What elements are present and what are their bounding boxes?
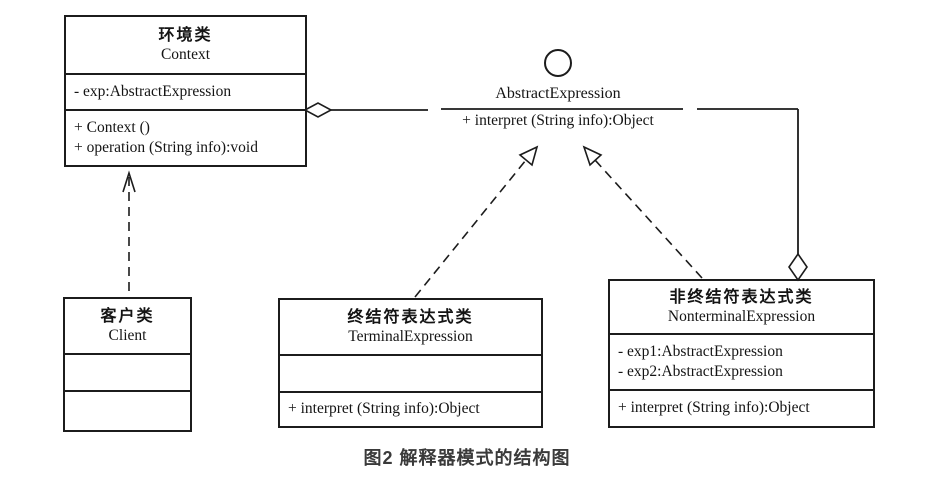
aggregation-diamond-nonterminal bbox=[788, 252, 808, 282]
class-title-terminal: 终结符表达式类 TerminalExpression bbox=[280, 300, 541, 354]
class-methods-context: + Context () + operation (String info):v… bbox=[66, 109, 305, 165]
interface-method: + interpret (String info):Object bbox=[462, 112, 654, 129]
class-methods-terminal: + interpret (String info):Object bbox=[280, 391, 541, 426]
class-title-nonterminal: 非终结符表达式类 NonterminalExpression bbox=[610, 281, 873, 333]
class-title-cn: 客户类 bbox=[100, 307, 155, 325]
class-title-client: 客户类 Client bbox=[65, 299, 190, 353]
class-attribute: - exp1:AbstractExpression bbox=[618, 342, 783, 360]
class-attributes-terminal bbox=[280, 354, 541, 391]
class-attribute: - exp2:AbstractExpression bbox=[618, 363, 783, 380]
dependency-arrowhead-client bbox=[122, 170, 136, 193]
class-methods-nonterminal: + interpret (String info):Object bbox=[610, 389, 873, 426]
figure-caption: 图2 解释器模式的结构图 bbox=[363, 448, 571, 468]
interface-name: AbstractExpression bbox=[495, 85, 621, 102]
class-attributes-nonterminal: - exp1:AbstractExpression - exp2:Abstrac… bbox=[610, 333, 873, 389]
realization-arrowhead-nonterminal bbox=[582, 145, 603, 167]
class-method: + operation (String info):void bbox=[74, 139, 258, 156]
class-box-nonterminal: 非终结符表达式类 NonterminalExpression - exp1:Ab… bbox=[608, 279, 875, 428]
class-box-terminal: 终结符表达式类 TerminalExpression + interpret (… bbox=[278, 298, 543, 428]
class-title-cn: 终结符表达式类 bbox=[347, 308, 474, 326]
class-methods-client bbox=[65, 390, 190, 430]
class-attribute: - exp:AbstractExpression bbox=[74, 82, 232, 100]
class-box-context: 环境类 Context - exp:AbstractExpression + C… bbox=[64, 15, 307, 167]
interface-circle-icon bbox=[544, 49, 572, 77]
class-title-en: TerminalExpression bbox=[348, 327, 473, 345]
class-box-client: 客户类 Client bbox=[63, 297, 192, 432]
class-method: + interpret (String info):Object bbox=[288, 400, 480, 418]
class-title-en: Client bbox=[108, 326, 147, 344]
realization-line-nonterminal bbox=[594, 159, 703, 279]
class-title-cn: 环境类 bbox=[158, 26, 213, 44]
class-method: + interpret (String info):Object bbox=[618, 399, 810, 417]
class-method: + Context () bbox=[74, 118, 150, 136]
class-title-en: Context bbox=[160, 45, 211, 63]
aggregation-diamond-context bbox=[303, 102, 333, 118]
realization-line-terminal bbox=[414, 159, 527, 298]
class-title-cn: 非终结符表达式类 bbox=[669, 288, 814, 306]
class-title-en: NonterminalExpression bbox=[667, 307, 816, 325]
class-attributes-client bbox=[65, 353, 190, 390]
class-title-context: 环境类 Context bbox=[66, 17, 305, 73]
class-attributes-context: - exp:AbstractExpression bbox=[66, 73, 305, 109]
realization-arrowhead-terminal bbox=[518, 145, 539, 167]
